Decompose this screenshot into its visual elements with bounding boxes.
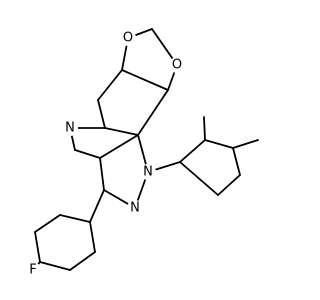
bond <box>232 139 259 149</box>
bond <box>203 116 206 141</box>
bond <box>97 99 106 129</box>
bond <box>121 69 169 91</box>
bond <box>179 139 206 163</box>
bond <box>137 89 169 136</box>
atom-o1: O <box>120 30 136 46</box>
bond <box>232 147 241 176</box>
atom-label-n-quinoline: N <box>65 121 75 136</box>
bond <box>97 69 123 101</box>
bond <box>39 261 71 271</box>
atom-label-n2: N <box>130 201 140 216</box>
bond <box>69 251 96 271</box>
atom-labels: O O N N N F <box>25 30 185 278</box>
bond <box>104 127 139 136</box>
atom-o2: O <box>169 57 185 73</box>
atom-f: F <box>25 262 41 278</box>
bond <box>34 214 61 233</box>
bond <box>34 231 41 263</box>
bond <box>89 189 105 223</box>
atom-label-n1: N <box>143 165 153 180</box>
bond <box>74 149 101 159</box>
atom-label-o2: O <box>172 58 182 73</box>
bond <box>99 157 105 191</box>
atom-n2: N <box>127 200 143 216</box>
bond <box>179 161 219 196</box>
atom-label-f: F <box>29 263 36 278</box>
molecule-diagram: O O N N N F <box>25 28 259 278</box>
bond <box>59 214 91 223</box>
atom-label-o1: O <box>123 31 133 46</box>
atom-n1: N <box>140 164 156 180</box>
bond <box>89 221 96 253</box>
bond <box>217 174 241 196</box>
bonds <box>32 28 259 271</box>
atom-n-quinoline: N <box>62 120 78 136</box>
bond <box>204 139 234 149</box>
bond <box>99 134 139 159</box>
